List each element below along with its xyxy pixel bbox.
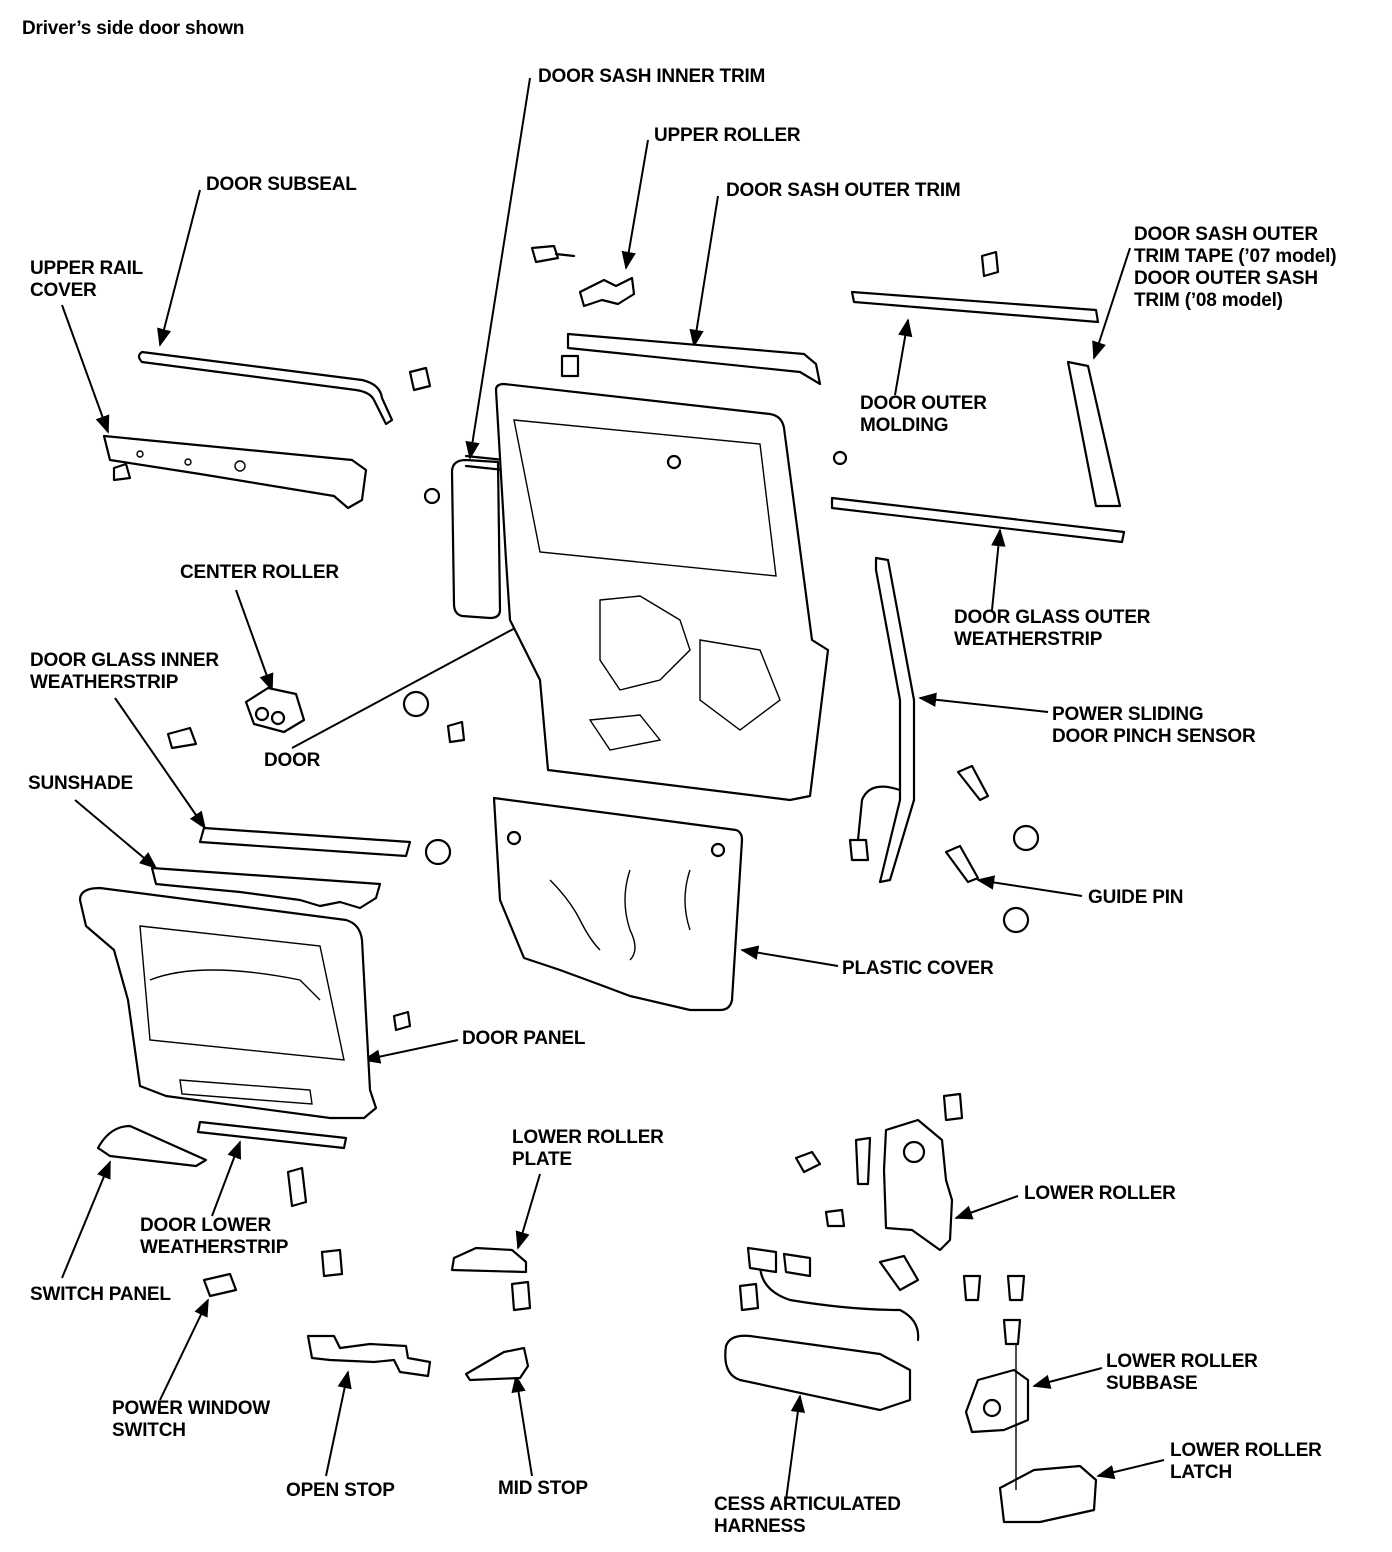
upper-roller-part [530, 244, 636, 308]
diagram-header: Driver’s side door shown [22, 18, 245, 39]
label-open-stop: OPEN STOP [286, 1480, 395, 1501]
door-glass-outer-weatherstrip-part [830, 496, 1126, 544]
label-power-window-switch: POWER WINDOW SWITCH [112, 1398, 271, 1441]
leader-upper-rail-cover [61, 304, 110, 434]
label-lower-roller-subbase: LOWER ROLLER SUBBASE [1106, 1351, 1258, 1394]
sunshade-part [150, 826, 412, 910]
leader-door-outer-molding [894, 318, 913, 396]
leader-plastic-cover [740, 945, 839, 967]
leader-center-roller [235, 589, 274, 692]
guide-pin-part [392, 366, 1040, 1032]
leader-mid-stop [511, 1374, 533, 1477]
label-door: DOOR [264, 750, 321, 771]
leader-lines [61, 77, 1165, 1501]
center-roller-part [166, 686, 306, 750]
label-door-lower-weatherstrip: DOOR LOWER WEATHERSTRIP [140, 1215, 289, 1258]
label-lower-roller: LOWER ROLLER [1024, 1183, 1176, 1204]
label-guide-pin: GUIDE PIN [1088, 887, 1184, 908]
label-upper-rail-cover: UPPER RAIL COVER [30, 258, 144, 301]
leader-cess-articulated-harness [785, 1394, 805, 1501]
leader-door-subseal [157, 189, 201, 347]
leader-door-sash-inner-trim [465, 77, 531, 460]
label-lower-roller-latch: LOWER ROLLER LATCH [1170, 1440, 1322, 1483]
cess-harness-part [724, 1246, 920, 1412]
label-upper-roller: UPPER ROLLER [654, 125, 801, 146]
door-sash-outer-trim-part [560, 332, 822, 386]
label-door-panel: DOOR PANEL [462, 1028, 586, 1049]
plastic-cover-part [492, 796, 744, 1012]
label-cess-articulated-harness: CESS ARTICULATED HARNESS [714, 1494, 901, 1537]
door-outer-molding-part [850, 250, 1122, 508]
switch-panel-part [96, 1120, 348, 1298]
label-plastic-cover: PLASTIC COVER [842, 958, 994, 979]
leader-door-glass-inner-weatherstrip [114, 697, 207, 830]
pinch-sensor-part [848, 556, 916, 884]
label-door-glass-inner-weatherstrip: DOOR GLASS INNER WEATHERSTRIP [30, 650, 219, 693]
door-panel-part [78, 886, 378, 1120]
leader-switch-panel [61, 1160, 111, 1279]
leader-upper-roller [621, 139, 649, 270]
label-power-sliding-door-pinch-sensor: POWER SLIDING DOOR PINCH SENSOR [1052, 704, 1256, 747]
leader-lower-roller-subbase [1032, 1367, 1103, 1389]
stops-part [306, 1246, 532, 1382]
leader-lower-roller-plate [515, 1173, 541, 1250]
leader-lower-roller-latch [1096, 1459, 1165, 1480]
leader-lower-roller [954, 1195, 1019, 1220]
leader-door-panel [362, 1039, 459, 1064]
label-door-glass-outer-weatherstrip: DOOR GLASS OUTER WEATHERSTRIP [954, 607, 1151, 650]
label-door-outer-molding: DOOR OUTER MOLDING [860, 393, 987, 436]
label-sunshade: SUNSHADE [28, 773, 134, 794]
leader-door-sash-outer-trim-tape [1092, 247, 1131, 360]
lower-roller-assembly-part [794, 1092, 964, 1252]
leader-power-window-switch [159, 1298, 209, 1401]
label-door-sash-inner-trim: DOOR SASH INNER TRIM [538, 66, 766, 87]
door-subseal-part [137, 350, 394, 426]
leader-door-glass-outer-weatherstrip [991, 528, 1006, 611]
label-door-sash-outer-trim: DOOR SASH OUTER TRIM [726, 180, 961, 201]
label-center-roller: CENTER ROLLER [180, 562, 339, 583]
leader-door [291, 619, 532, 749]
label-switch-panel: SWITCH PANEL [30, 1284, 171, 1305]
label-mid-stop: MID STOP [498, 1478, 588, 1499]
leader-sunshade [74, 799, 158, 870]
label-door-sash-outer-trim-tape: DOOR SASH OUTER TRIM TAPE (’07 model) DO… [1134, 224, 1337, 311]
leader-power-sliding-door-pinch-sensor [918, 692, 1049, 713]
leader-door-sash-outer-trim [689, 195, 719, 348]
label-lower-roller-plate: LOWER ROLLER PLATE [512, 1127, 664, 1170]
upper-rail-cover-part [102, 434, 368, 510]
leader-open-stop [325, 1370, 352, 1477]
leader-door-lower-weatherstrip [211, 1140, 242, 1217]
leader-guide-pin [976, 875, 1083, 897]
door-shell-part [494, 382, 830, 802]
lower-roller-latch-part [962, 1274, 1098, 1524]
label-door-subseal: DOOR SUBSEAL [206, 174, 357, 195]
